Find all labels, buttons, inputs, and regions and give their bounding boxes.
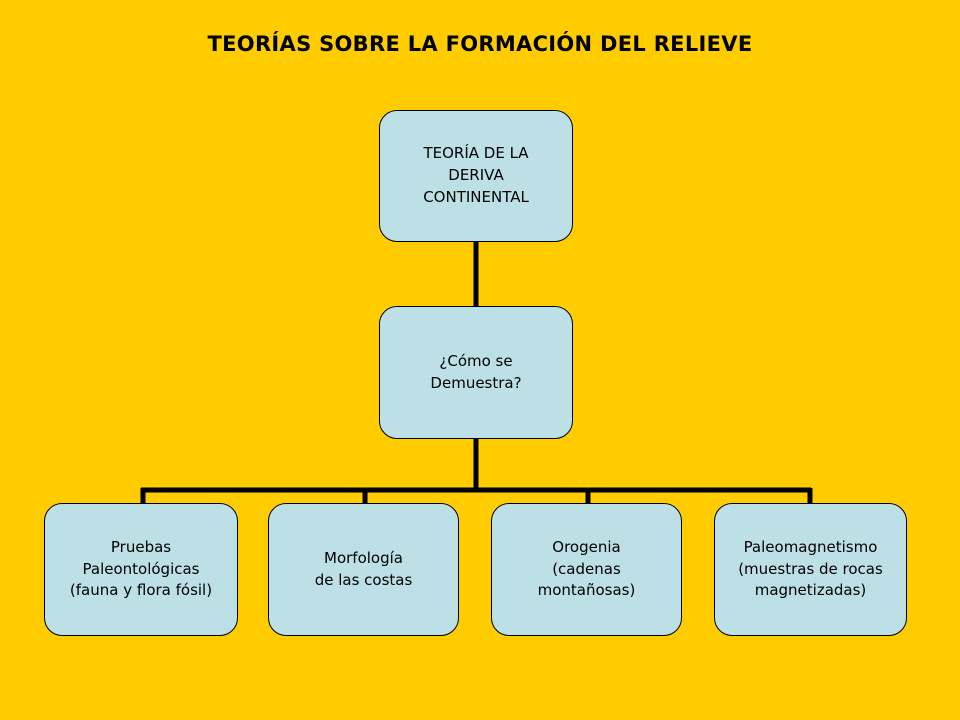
node-pruebas-paleontologicas: Pruebas Paleontológicas (fauna y flora f… — [44, 503, 238, 636]
node-orogenia: Orogenia (cadenas montañosas) — [491, 503, 682, 636]
node-como-se-demuestra: ¿Cómo se Demuestra? — [379, 306, 573, 439]
node-morfologia-costas: Morfología de las costas — [268, 503, 459, 636]
node-paleomagnetismo: Paleomagnetismo (muestras de rocas magne… — [714, 503, 907, 636]
node-deriva-continental: TEORÍA DE LA DERIVA CONTINENTAL — [379, 110, 573, 242]
page-title: TEORÍAS SOBRE LA FORMACIÓN DEL RELIEVE — [207, 32, 753, 56]
